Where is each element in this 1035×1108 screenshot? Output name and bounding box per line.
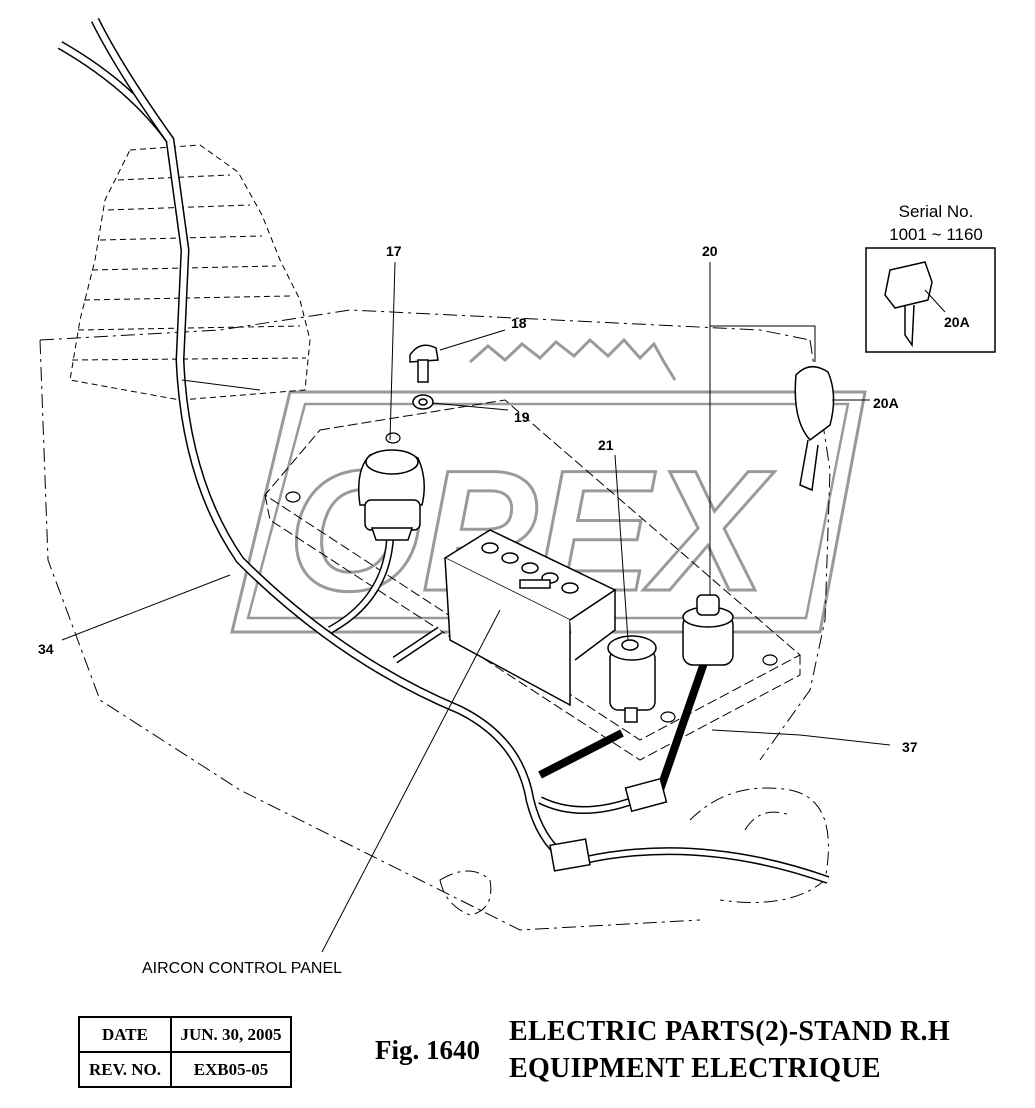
serial-part-label: 20A bbox=[944, 314, 970, 330]
figure-number: Fig. 1640 bbox=[375, 1035, 480, 1065]
figure-title-en: ELECTRIC PARTS(2)-STAND R.H bbox=[509, 1016, 950, 1047]
washer bbox=[412, 394, 434, 410]
cigar-lighter bbox=[358, 449, 425, 541]
callout-19: 19 bbox=[514, 409, 530, 425]
watermark-frame-inner bbox=[246, 402, 850, 620]
relay-switch bbox=[607, 635, 657, 723]
callout-37: 37 bbox=[902, 739, 918, 755]
callout-17: 17 bbox=[386, 243, 402, 259]
figure-title-fr: EQUIPMENT ELECTRIQUE bbox=[509, 1053, 881, 1084]
rev-label: REV. NO. bbox=[78, 1051, 172, 1088]
rev-value: EXB05-05 bbox=[170, 1051, 292, 1088]
leader-lines bbox=[61, 261, 946, 953]
callout-18: 18 bbox=[511, 315, 527, 331]
serial-inset bbox=[865, 247, 996, 353]
date-value: JUN. 30, 2005 bbox=[170, 1016, 292, 1053]
callout-34: 34 bbox=[38, 641, 54, 657]
ignition-key bbox=[794, 366, 835, 492]
table-row: DATE JUN. 30, 2005 bbox=[78, 1016, 292, 1053]
branch-harness bbox=[328, 539, 830, 884]
mounting-holes bbox=[285, 432, 778, 723]
serial-line-2: 1001 ~ 1160 bbox=[889, 225, 983, 244]
callout-20a: 20A bbox=[873, 395, 899, 411]
serial-line-1: Serial No. bbox=[898, 202, 974, 221]
lever-boot bbox=[69, 144, 311, 401]
callout-20: 20 bbox=[702, 243, 718, 259]
table-row: REV. NO. EXB05-05 bbox=[78, 1051, 292, 1088]
callout-21: 21 bbox=[598, 437, 614, 453]
harness-connectors bbox=[549, 777, 668, 872]
console-plate bbox=[264, 399, 801, 761]
screw bbox=[409, 344, 439, 383]
watermark-frame-outer bbox=[230, 390, 867, 634]
aircon-panel bbox=[443, 529, 617, 707]
main-harness bbox=[57, 17, 568, 862]
revision-table: DATE JUN. 30, 2005 REV. NO. EXB05-05 bbox=[78, 1016, 292, 1088]
date-label: DATE bbox=[78, 1016, 172, 1053]
watermark-gear bbox=[469, 337, 677, 381]
starter-switch bbox=[682, 594, 734, 666]
aircon-caption: AIRCON CONTROL PANEL bbox=[142, 960, 343, 977]
